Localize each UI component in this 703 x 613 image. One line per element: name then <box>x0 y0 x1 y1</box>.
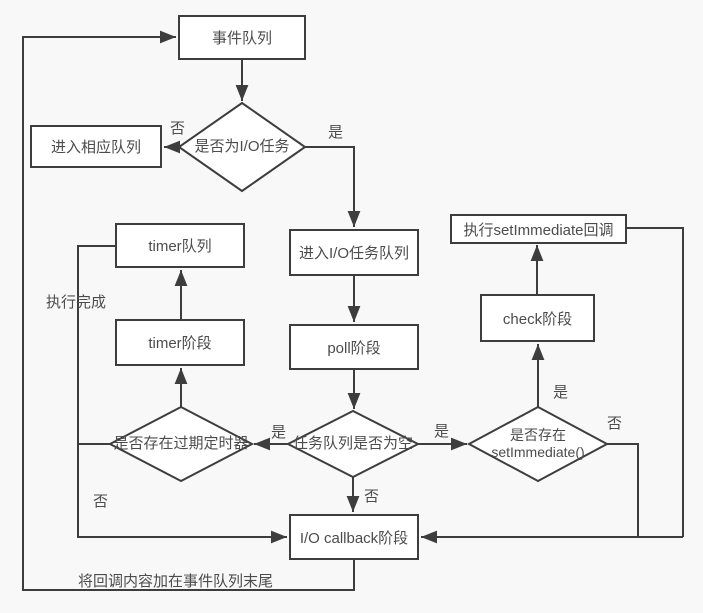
node-check-phase: check阶段 <box>480 294 595 342</box>
edge-label-append-callback: 将回调内容加在事件队列末尾 <box>78 573 274 590</box>
edge-label-set-immediate-no: 否 <box>607 415 623 432</box>
edge-label-exec-complete: 执行完成 <box>46 294 107 311</box>
decision-set-immediate-shape <box>466 405 610 483</box>
node-poll-phase: poll阶段 <box>289 324 419 370</box>
edge-timerqueue-to-iocallback <box>77 245 287 544</box>
edge-setimmediate-no-rail <box>607 443 639 537</box>
edge-label-task-empty-no: 否 <box>364 488 380 505</box>
edge-label-expired-timers-no: 否 <box>93 493 109 510</box>
edge-label-is-io-yes: 是 <box>328 124 344 141</box>
edge-isio-yes <box>305 146 361 227</box>
node-event-queue: 事件队列 <box>178 15 306 60</box>
node-timer-phase: timer阶段 <box>115 319 245 366</box>
decision-task-queue-empty-shape <box>285 409 421 479</box>
edge-label-task-empty-yes-right: 是 <box>434 423 450 440</box>
node-enter-io-task-queue: 进入I/O任务队列 <box>289 229 419 276</box>
node-enter-corresponding-queue: 进入相应队列 <box>30 125 162 168</box>
node-io-callback-phase: I/O callback阶段 <box>289 514 419 560</box>
decision-expired-timers-shape <box>107 405 255 483</box>
edge-iocallback-loop-to-eventqueue <box>22 30 355 591</box>
edge-exec-right-rail <box>627 227 684 537</box>
decision-is-io-task-shape <box>177 101 307 193</box>
edge-label-task-empty-yes-left: 是 <box>271 424 287 441</box>
node-exec-set-immediate-callback: 执行setImmediate回调 <box>450 214 627 244</box>
node-timer-queue: timer队列 <box>115 223 245 268</box>
edge-label-set-immediate-yes: 是 <box>553 384 569 401</box>
edge-label-is-io-no: 否 <box>170 120 186 137</box>
